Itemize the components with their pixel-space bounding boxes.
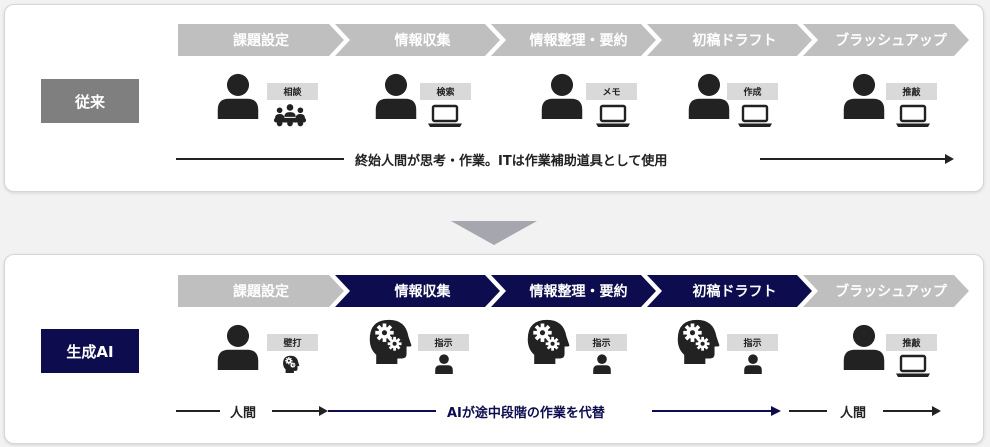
laptop-icon — [738, 104, 772, 128]
bottom-step-2: 情報収集 — [335, 275, 500, 307]
ai-line-left — [328, 410, 436, 412]
top-step-5: ブラッシュアップ — [803, 24, 969, 56]
down-arrow-icon — [451, 221, 537, 245]
person-small-icon — [592, 354, 612, 374]
bottom-step-5: ブラッシュアップ — [803, 275, 969, 307]
top-step-4: 初稿ドラフト — [647, 24, 812, 56]
tag-refine-2: 推敲 — [886, 334, 937, 351]
genai-label: 生成AI — [41, 329, 139, 373]
laptop-icon — [896, 354, 930, 378]
person-icon — [686, 73, 732, 119]
bottom-step-3: 情報整理・要約 — [491, 275, 656, 307]
timeline-text: 終始人間が思考・作業。ITは作業補助道具として使用 — [355, 154, 668, 169]
person-small-icon — [743, 354, 763, 374]
person-icon — [841, 324, 887, 370]
meeting-icon — [273, 103, 307, 127]
ai-arrowhead — [771, 406, 781, 416]
laptop-icon — [428, 104, 462, 128]
human-line-right-b — [883, 410, 933, 412]
laptop-icon — [896, 104, 930, 128]
person-icon — [215, 324, 261, 370]
person-small-icon — [434, 354, 454, 374]
timeline-human-right: 人間 — [840, 406, 867, 421]
timeline-line-left — [176, 158, 344, 160]
ai-head-small-icon — [282, 355, 300, 373]
tag-refine: 推敲 — [886, 83, 937, 100]
person-icon — [841, 73, 887, 119]
timeline-line-right — [760, 158, 946, 160]
bottom-step-4: 初稿ドラフト — [647, 275, 812, 307]
timeline-arrowhead — [945, 154, 954, 164]
person-icon — [215, 73, 261, 119]
human-line-left-b — [272, 410, 320, 412]
human-line-left-a — [176, 410, 220, 412]
tag-search: 検索 — [420, 83, 471, 100]
person-icon — [539, 73, 585, 119]
bottom-step-1: 課題設定 — [178, 275, 344, 307]
timeline-ai: AIが途中段階の作業を代替 — [447, 406, 605, 421]
ai-head-icon — [525, 318, 571, 364]
top-step-1: 課題設定 — [178, 24, 344, 56]
tag-instruct-1: 指示 — [418, 334, 469, 351]
human-line-right-a — [789, 410, 827, 412]
human-arrowhead-right — [932, 406, 941, 416]
top-step-2: 情報収集 — [335, 24, 500, 56]
tag-consult: 相談 — [267, 83, 318, 100]
human-arrowhead-left — [319, 406, 328, 416]
ai-head-icon — [367, 318, 413, 364]
top-step-3: 情報整理・要約 — [491, 24, 656, 56]
timeline-human-left: 人間 — [230, 406, 257, 421]
tag-memo: メモ — [586, 83, 637, 100]
tag-brainstorm: 壁打 — [267, 334, 318, 351]
ai-head-icon — [675, 318, 721, 364]
person-icon — [373, 73, 419, 119]
laptop-icon — [596, 104, 630, 128]
traditional-label: 従来 — [41, 79, 139, 123]
ai-line-right — [652, 410, 772, 412]
tag-instruct-2: 指示 — [576, 334, 627, 351]
tag-create: 作成 — [727, 83, 778, 100]
tag-instruct-3: 指示 — [727, 334, 778, 351]
